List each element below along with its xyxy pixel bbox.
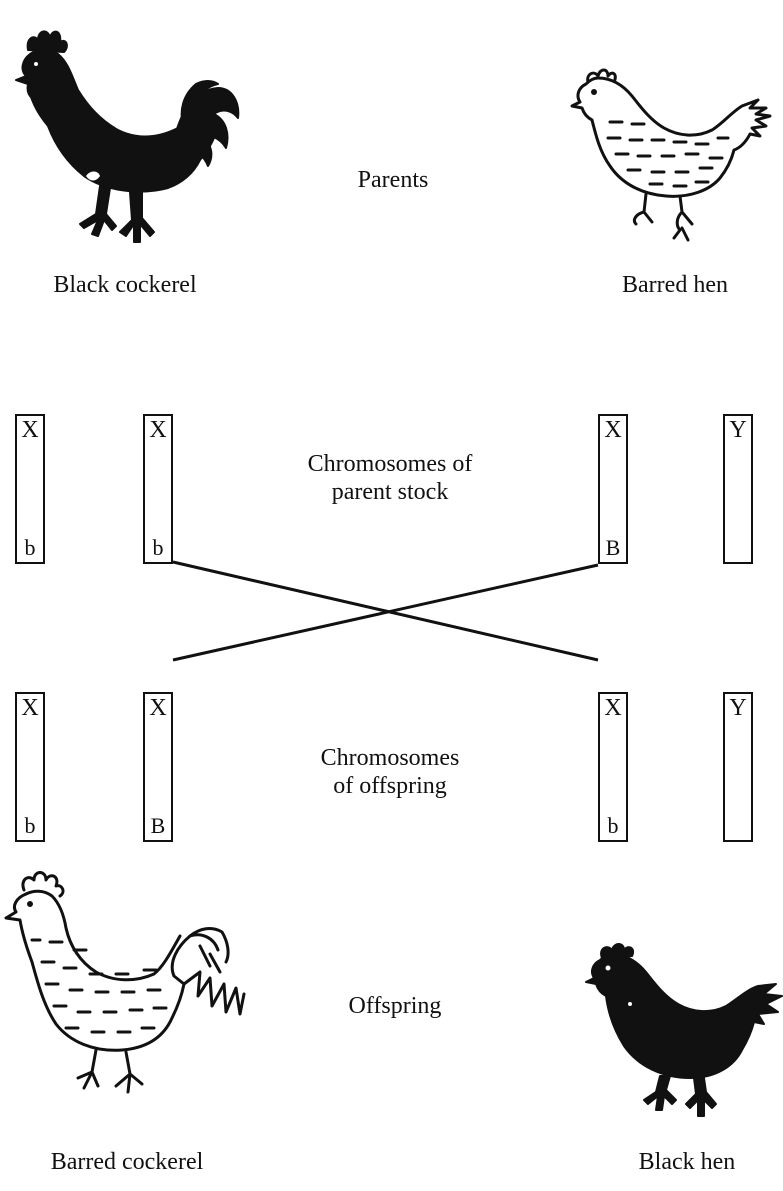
offspring-chromosome-3: X b: [598, 692, 628, 842]
parent-chromosome-4: Y: [723, 414, 753, 564]
chromosome-label: X: [149, 695, 167, 721]
offspring-chromosomes-label-line1: Chromosomes: [320, 745, 460, 771]
black-cockerel-label: Black cockerel: [53, 272, 197, 298]
parent-chromosomes-label-line2: parent stock: [331, 479, 449, 505]
offspring-chromosomes-label-line2: of offspring: [333, 773, 447, 799]
parents-label: Parents: [357, 167, 429, 193]
parent-chromosome-2: X b: [143, 414, 173, 564]
gene-label: b: [152, 535, 164, 560]
black-hen-label: Black hen: [638, 1149, 736, 1175]
chromosome-label: X: [21, 695, 39, 721]
barred-cockerel-illustration: [4, 871, 246, 1094]
cross-line-B-to-offspring: [172, 563, 599, 662]
offspring-chromosome-1: X b: [15, 692, 45, 842]
gene-label: B: [150, 813, 166, 838]
black-hen-illustration: [585, 943, 783, 1117]
barred-cockerel-label: Barred cockerel: [50, 1149, 204, 1175]
parent-chromosome-3: X B: [598, 414, 628, 564]
barred-hen-illustration: [570, 68, 772, 242]
parent-chromosome-1: X b: [15, 414, 45, 564]
chromosome-label: X: [149, 417, 167, 443]
black-cockerel-illustration: [15, 30, 240, 243]
chromosome-label: Y: [729, 695, 747, 721]
chromosome-label: Y: [729, 417, 747, 443]
offspring-chromosome-4: Y: [723, 692, 753, 842]
gene-label: B: [605, 535, 621, 560]
chromosome-label: X: [21, 417, 39, 443]
gene-label: b: [24, 535, 36, 560]
gene-label: b: [607, 813, 619, 838]
offspring-chromosome-2: X B: [143, 692, 173, 842]
barred-hen-label: Barred hen: [622, 272, 728, 298]
gene-label: b: [24, 813, 36, 838]
offspring-label: Offspring: [348, 993, 442, 1019]
parent-chromosomes-label-line1: Chromosomes of: [307, 451, 473, 477]
chromosome-label: X: [604, 417, 622, 443]
chromosome-label: X: [604, 695, 622, 721]
